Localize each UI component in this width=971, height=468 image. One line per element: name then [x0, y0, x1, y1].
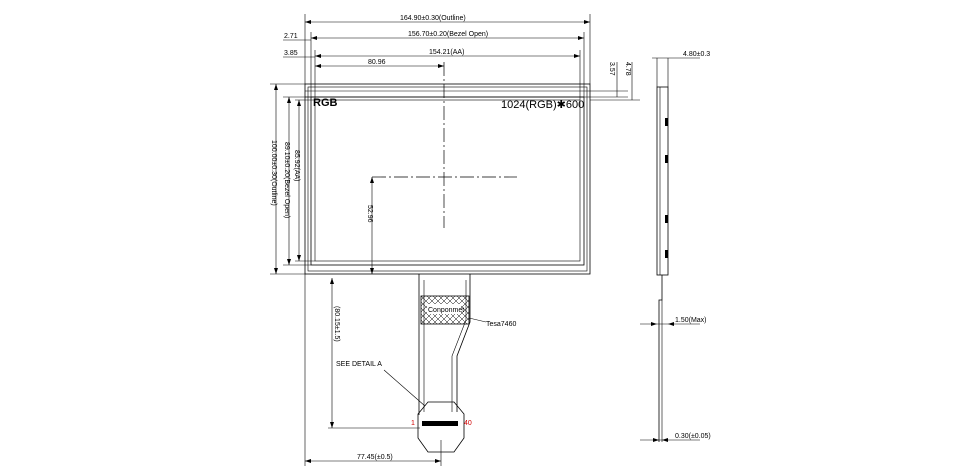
bezel-width-dim: 156.70±0.20(Bezel Open) — [408, 31, 488, 38]
bezel-height-dim: 89.10±0.20(Bezel Open) — [283, 142, 290, 218]
top-offset-1: 3.57 — [608, 62, 615, 76]
resolution-label: 1024(RGB)✱600 — [501, 99, 584, 111]
connector-contacts — [422, 421, 458, 426]
left-offset-2: 3.85 — [284, 50, 298, 57]
detail-a-outline — [417, 401, 465, 453]
panel-outline — [304, 83, 591, 275]
outline-width-dim: 164.90±0.30(Outline) — [400, 15, 466, 22]
fpc-offset-dim: 77.45(±0.5) — [357, 454, 393, 461]
bezel-open — [310, 96, 585, 266]
side-view: 4.80±0.3 1.50(Max) 0.30(±0.05) — [640, 51, 711, 442]
panel-outline-inner — [307, 86, 588, 272]
fpc-length-dim: (80.15±1.5) — [333, 306, 340, 342]
outline-height-dim: 100.00±0.30(Outline) — [270, 140, 277, 206]
fpc-dimensions: (80.15±1.5) 77.45(±0.5) — [304, 274, 442, 466]
pin-first: 1 — [411, 420, 415, 427]
aa-half-width-dim: 80.96 — [368, 59, 386, 66]
aa-half-height-dim: 52.96 — [366, 205, 373, 223]
component-label: Conponmet — [428, 307, 464, 314]
left-dimensions: 100.00±0.30(Outline) 89.10±0.20(Bezel Op… — [270, 83, 374, 275]
top-offset-2: 4.78 — [624, 62, 631, 76]
fpc-cable: Conponmet Tesa7460 1 40 SEE DETAIL A — [336, 274, 516, 453]
left-offset-1: 2.71 — [284, 33, 298, 40]
pin-last: 40 — [464, 420, 472, 427]
aa-height-dim: 85.92(AA) — [293, 150, 300, 182]
see-detail-label: SEE DETAIL A — [336, 361, 382, 368]
front-view: RGB 1024(RGB)✱600 — [304, 62, 628, 275]
thickness-dim: 4.80±0.3 — [683, 51, 710, 58]
rgb-label: RGB — [313, 97, 338, 109]
active-area — [314, 99, 581, 262]
aa-width-dim: 154.21(AA) — [429, 49, 464, 56]
tesa-label: Tesa7460 — [486, 321, 516, 328]
top-dimensions: 164.90±0.30(Outline) 156.70±0.20(Bezel O… — [283, 14, 640, 101]
fpc-thickness-dim: 0.30(±0.05) — [675, 433, 711, 440]
fpc-thickness-max-dim: 1.50(Max) — [675, 317, 707, 324]
side-panel-body — [656, 86, 669, 276]
